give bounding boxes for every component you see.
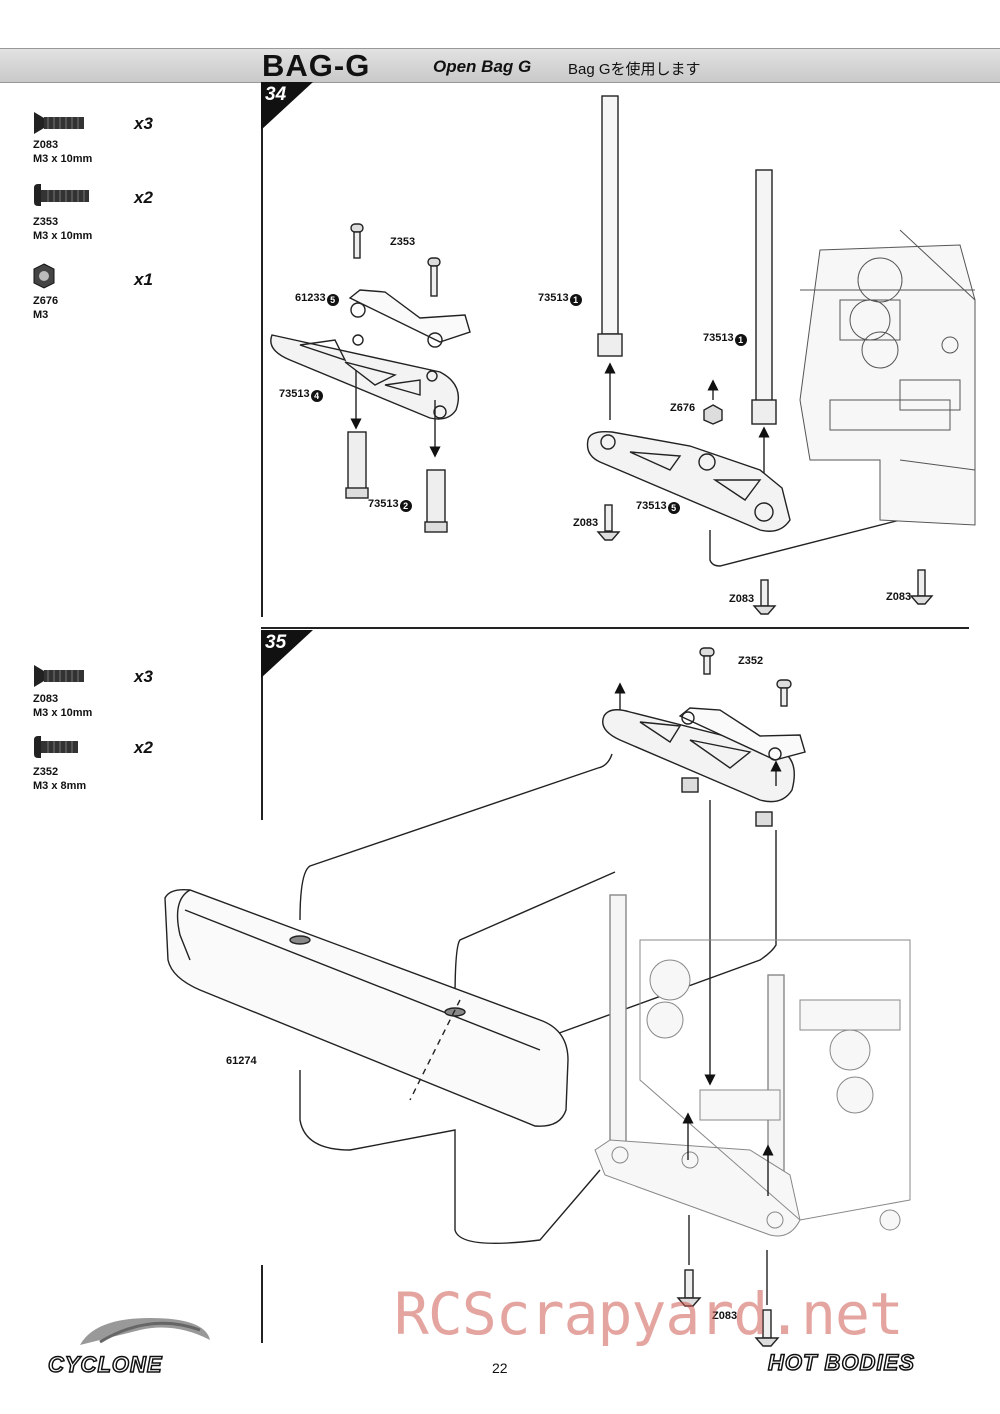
step-34-number: 34 [265,84,287,105]
shock-post [767,974,785,1176]
step-35-badge: 35 [261,630,317,682]
screw-flat-icon [34,112,84,134]
divider-horizontal-step34 [261,627,969,629]
label-z676: Z676 [670,402,696,414]
part-quantity: x2 [134,188,153,207]
hot-bodies-logo: HOT BODIES [767,1349,915,1376]
page-number: 22 [492,1360,508,1376]
step-35-number: 35 [265,632,287,653]
brace-plate [602,709,795,803]
label-61274: 61274 [226,1055,257,1067]
cyclone-logo-text: CYCLONE [47,1351,163,1378]
screw-button-icon [34,184,89,206]
label-z083: Z083 [573,517,599,529]
bag-open-label: Open Bag G [433,57,532,76]
label-z083: Z083 [712,1310,738,1322]
watermark: RCScrapyard.net [394,1280,904,1348]
link-part [678,707,806,761]
label-z353: Z353 [390,236,416,248]
bag-title: BAG-G [262,48,371,83]
bag-header: BAG-G Open Bag G Bag Gを使用します [0,48,1000,83]
screw-button-icon [34,736,78,758]
part-quantity: x2 [134,738,153,757]
divider-vertical-step34 [261,82,263,617]
label-z352: Z352 [738,655,764,667]
step-badge-shape [261,82,313,130]
step-badge-shape [261,630,313,678]
shock-post [609,894,627,1156]
screw-flat-icon [34,665,84,687]
link-part [348,289,471,343]
label-z083: Z083 [886,591,912,603]
nut-icon [33,263,55,289]
divider-vertical-step35 [261,630,263,820]
bag-japanese-label: Bag Gを使用します [568,61,701,78]
part-quantity: x3 [134,114,153,133]
part-quantity: x3 [134,667,153,686]
divider-vertical-bottom [261,1265,263,1343]
cyclone-logo-icon [80,1318,210,1345]
bumper-part [164,888,569,1127]
label-z083: Z083 [729,593,755,605]
mount-plate [586,430,791,532]
step-34-badge: 34 [261,82,317,134]
part-quantity: x1 [134,270,153,289]
